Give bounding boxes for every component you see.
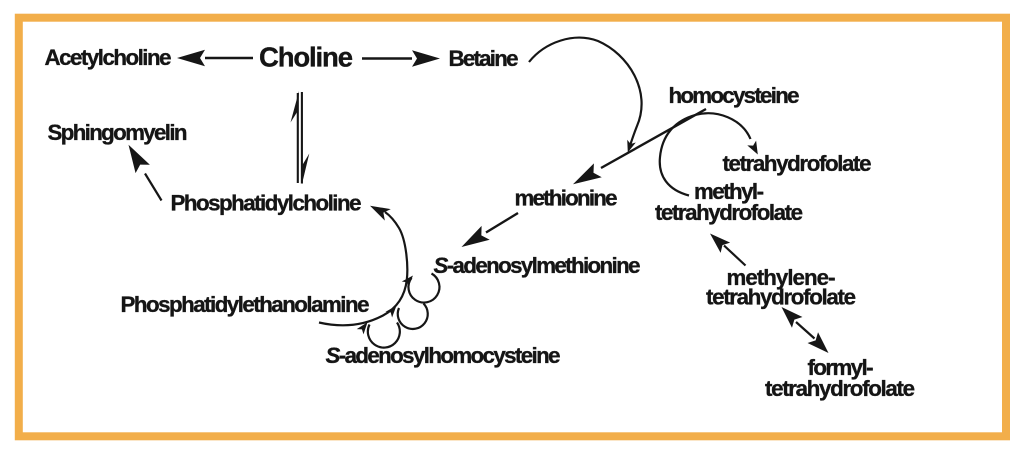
svg-text:methionine: methionine: [515, 186, 618, 211]
svg-text:tetrahydrofolate: tetrahydrofolate: [706, 285, 856, 310]
svg-text:Choline: Choline: [259, 42, 353, 73]
svg-text:homocysteine: homocysteine: [669, 83, 800, 108]
svg-text:Betaine: Betaine: [449, 46, 519, 71]
svg-text:methyl-: methyl-: [694, 179, 764, 204]
svg-text:tetrahydrofolate: tetrahydrofolate: [723, 151, 872, 176]
svg-text:methylene-: methylene-: [727, 265, 836, 290]
svg-text:tetrahydrofolate: tetrahydrofolate: [765, 376, 915, 401]
svg-text:formyl-: formyl-: [808, 355, 874, 380]
svg-text:S-adenosylhomocysteine: S-adenosylhomocysteine: [326, 343, 561, 368]
svg-text:S-adenosylmethionine: S-adenosylmethionine: [434, 253, 641, 278]
svg-text:Acetylcholine: Acetylcholine: [45, 45, 172, 70]
svg-text:Phosphatidylethanolamine: Phosphatidylethanolamine: [121, 292, 370, 317]
svg-text:Sphingomyelin: Sphingomyelin: [48, 120, 188, 145]
svg-text:Phosphatidylcholine: Phosphatidylcholine: [171, 191, 362, 216]
svg-text:tetrahydrofolate: tetrahydrofolate: [655, 200, 803, 225]
